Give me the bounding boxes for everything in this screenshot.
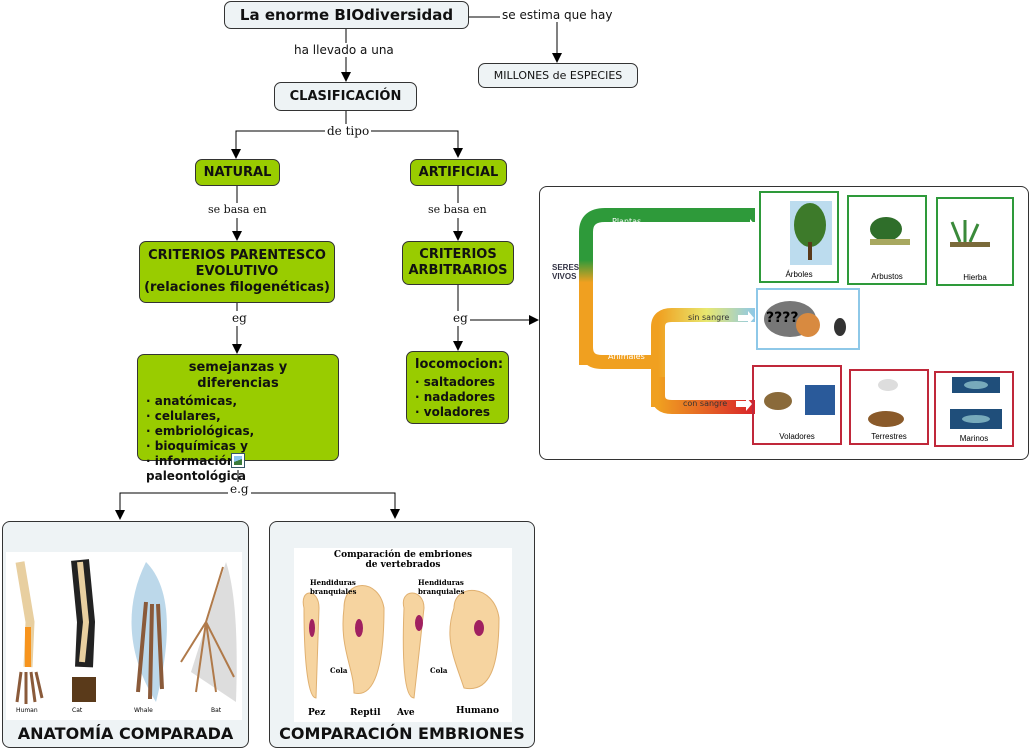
limb-label: Cat [72, 707, 83, 714]
arrow-icon [736, 397, 752, 411]
animales-label: Animales [608, 352, 645, 361]
link-label-llevado: ha llevado a una [292, 43, 396, 57]
arbitrarios-node[interactable]: CRITERIOS ARBITRARIOS [402, 241, 514, 285]
list-item: · bioquímicas y [146, 439, 248, 453]
seres-vivos-label: SERES VIVOS [552, 263, 580, 281]
semejanzas-heading: semejanzas y diferencias [188, 360, 288, 391]
artificial-node[interactable]: ARTIFICIAL [410, 159, 507, 186]
arrow-icon [740, 219, 756, 233]
link-label-eg2: eg [451, 311, 470, 325]
fish-icon [950, 377, 1002, 429]
unknown-marks: ???? [766, 310, 799, 326]
arrow-icon [738, 311, 754, 325]
link-label-eg3: e.g [228, 482, 251, 496]
cola-label: Cola [330, 666, 348, 675]
anatomia-panel[interactable]: Human Cat Whale Bat ANATOMÍA COMPARADA [2, 521, 249, 748]
con-sangre-label: con sangre [683, 399, 728, 408]
limb-label: Bat [211, 707, 222, 714]
card-arbustos: Arbustos [847, 195, 927, 285]
sin-sangre-label: sin sangre [688, 313, 730, 322]
parentesco-line: CRITERIOS PARENTESCO [148, 248, 326, 263]
arbitrarios-line: CRITERIOS [419, 247, 497, 262]
embryo-label: Humano [456, 706, 499, 716]
list-item: · información paleontológica [146, 454, 246, 483]
plantas-label: Plantas [612, 217, 642, 226]
seres-vivos-image-panel[interactable]: SERES VIVOS Plantas Animales sin sangre … [539, 186, 1029, 460]
card-terrestres: Terrestres [849, 369, 929, 445]
rabbit-wolf-icon [868, 379, 904, 427]
list-item: · celulares, [146, 409, 221, 423]
list-item: · anatómicas, [146, 394, 237, 408]
parentesco-line: (relaciones filogenéticas) [144, 280, 330, 295]
card-hierba: Hierba [936, 197, 1014, 286]
grass-icon [950, 220, 990, 247]
clasificacion-node[interactable]: CLASIFICACIÓN [274, 82, 417, 111]
link-label-basa1: se basa en [206, 203, 269, 216]
eagle-icon [764, 385, 835, 415]
list-item: · saltadores [415, 375, 495, 389]
limb-label: Human [16, 707, 38, 714]
snail-icon [764, 301, 820, 337]
tree-icon [790, 201, 832, 265]
embriones-panel[interactable]: Comparación de embriones de vertebrados … [269, 521, 535, 748]
card-marinos: Marinos [934, 371, 1014, 447]
link-label-tipo: de tipo [325, 124, 372, 138]
hendiduras-label: Hendiduras branquiales [310, 578, 357, 596]
semejanzas-node[interactable]: semejanzas y diferencias · anatómicas, ·… [137, 354, 339, 483]
embryo-label: Ave [397, 708, 415, 718]
limb-label: Whale [134, 707, 153, 714]
hendiduras-label: Hendiduras branquiales [418, 578, 465, 596]
millones-node[interactable]: MILLONES de ESPECIES [478, 63, 638, 88]
arbitrarios-line: ARBITRARIOS [408, 263, 508, 278]
card-sin-sangre: ???? [756, 288, 860, 350]
parentesco-node[interactable]: CRITERIOS PARENTESCO EVOLUTIVO (relacion… [139, 241, 335, 303]
locomocion-heading: locomocion: [415, 357, 504, 372]
list-item: · nadadores [415, 390, 496, 404]
cola-label: Cola [430, 666, 448, 675]
natural-node[interactable]: NATURAL [195, 159, 280, 186]
link-label-basa2: se basa en [426, 203, 489, 216]
anatomia-caption: ANATOMÍA COMPARADA [17, 724, 234, 743]
classification-tree-graphic [579, 201, 1002, 429]
embryo-comparison-image: Comparación de embriones de vertebrados … [294, 548, 512, 722]
embryo-title-line: Comparación de embriones [333, 550, 473, 560]
link-label-eg1: eg [230, 311, 249, 325]
card-arboles: Árboles [759, 191, 839, 283]
parentesco-line: EVOLUTIVO [195, 264, 279, 279]
list-item: · embriológicas, [146, 424, 255, 438]
link-label-estima: se estima que hay [500, 8, 615, 22]
limb-comparison-image: Human Cat Whale Bat [6, 552, 242, 720]
image-attachment-icon[interactable] [231, 453, 245, 468]
shrub-icon [870, 217, 910, 245]
embryo-label: Pez [308, 708, 326, 718]
beetle-icon [834, 318, 846, 336]
locomocion-node[interactable]: locomocion: · saltadores · nadadores · v… [406, 351, 509, 424]
card-voladores: Voladores [752, 365, 842, 445]
embryo-label: Reptil [350, 708, 381, 718]
limbs-graphic [15, 559, 237, 704]
embryos-graphic [302, 585, 500, 699]
title-node[interactable]: La enorme BIOdiversidad [224, 1, 469, 29]
embriones-caption: COMPARACIÓN EMBRIONES [279, 724, 525, 743]
list-item: · voladores [415, 405, 491, 419]
embryo-title-line: de vertebrados [365, 560, 441, 570]
